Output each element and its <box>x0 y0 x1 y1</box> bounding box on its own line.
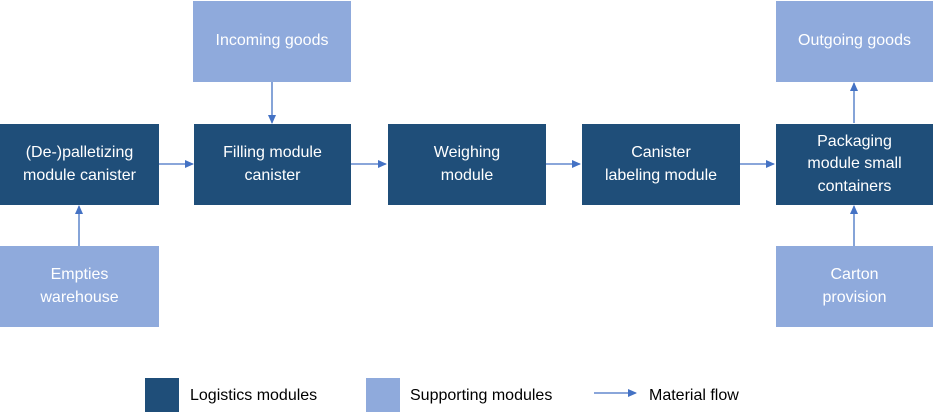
filling-module-box: Filling module canister <box>194 124 351 205</box>
filling-module-label: Filling module canister <box>223 144 322 184</box>
incoming-goods-label: Incoming goods <box>215 32 329 50</box>
weighing-module-box: Weighing module <box>388 124 546 205</box>
packaging-module-label: Packaging module small containers <box>807 132 902 195</box>
packaging-module-box: Packaging module small containers <box>776 124 933 205</box>
carton-provision-label: Carton provision <box>822 266 887 306</box>
legend-logistics-label: Logistics modules <box>190 387 318 404</box>
labeling-module-box: Canister labeling module <box>582 124 740 205</box>
labeling-module-label: Canister labeling module <box>604 144 718 184</box>
carton-provision-box: Carton provision <box>776 246 933 327</box>
legend-logistics-swatch <box>145 378 179 412</box>
outgoing-goods-label: Outgoing goods <box>798 32 911 50</box>
empties-warehouse-label: Empties warehouse <box>40 266 119 306</box>
depalletizing-module-box: (De-)palletizing module canister <box>0 124 159 205</box>
legend-supporting-swatch <box>366 378 400 412</box>
incoming-goods-box: Incoming goods <box>193 1 351 82</box>
depalletizing-module-label: (De-)palletizing module canister <box>23 144 136 184</box>
empties-warehouse-box: Empties warehouse <box>0 246 159 327</box>
outgoing-goods-box: Outgoing goods <box>776 1 933 82</box>
legend-supporting-label: Supporting modules <box>410 387 553 404</box>
legend-flow-label: Material flow <box>649 387 739 404</box>
weighing-module-label: Weighing module <box>433 144 501 184</box>
